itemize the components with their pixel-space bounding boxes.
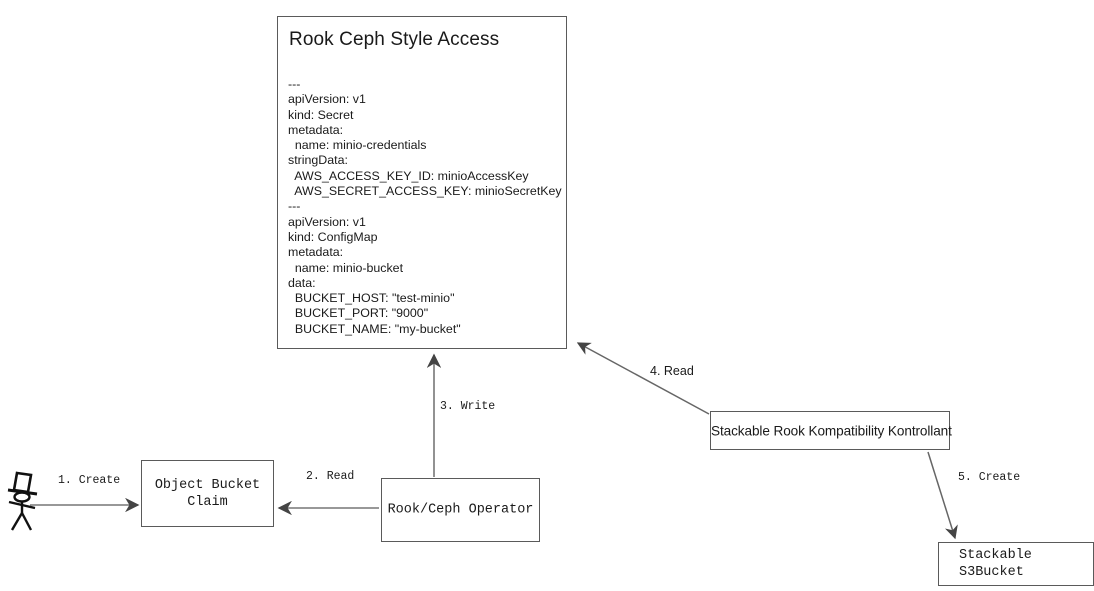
node-stackable-s3bucket[interactable]: Stackable S3Bucket bbox=[938, 542, 1094, 586]
edge-label-4-read: 4. Read bbox=[650, 364, 694, 378]
node-stackable-rook-kompatibility-kontrollant[interactable]: Stackable Rook Kompatibility Kontrollant bbox=[710, 411, 952, 450]
actor-stick-figure-icon bbox=[7, 471, 38, 531]
spec-card-title: Rook Ceph Style Access bbox=[289, 29, 500, 50]
spec-card: Rook Ceph Style Access --- apiVersion: v… bbox=[277, 16, 567, 349]
edge-label-5-create: 5. Create bbox=[958, 471, 1021, 484]
node-rook-ceph-operator-label: Rook/Ceph Operator bbox=[387, 502, 534, 518]
edge-label-3-write: 3. Write bbox=[440, 400, 496, 413]
edge-label-1-create: 1. Create bbox=[58, 474, 121, 487]
spec-card-yaml: --- apiVersion: v1 kind: Secret metadata… bbox=[288, 77, 562, 336]
edge-label-2-read: 2. Read bbox=[306, 470, 355, 483]
node-object-bucket-claim-label: Object Bucket Claim bbox=[154, 477, 261, 510]
node-stackable-rook-kompatibility-kontrollant-label: Stackable Rook Kompatibility Kontrollant bbox=[711, 423, 952, 438]
edge-4-read bbox=[576, 342, 710, 415]
node-object-bucket-claim[interactable]: Object Bucket Claim bbox=[141, 460, 274, 527]
edge-5-create bbox=[927, 451, 958, 540]
node-stackable-s3bucket-label: Stackable S3Bucket bbox=[959, 548, 1032, 580]
node-rook-ceph-operator[interactable]: Rook/Ceph Operator bbox=[381, 478, 540, 542]
